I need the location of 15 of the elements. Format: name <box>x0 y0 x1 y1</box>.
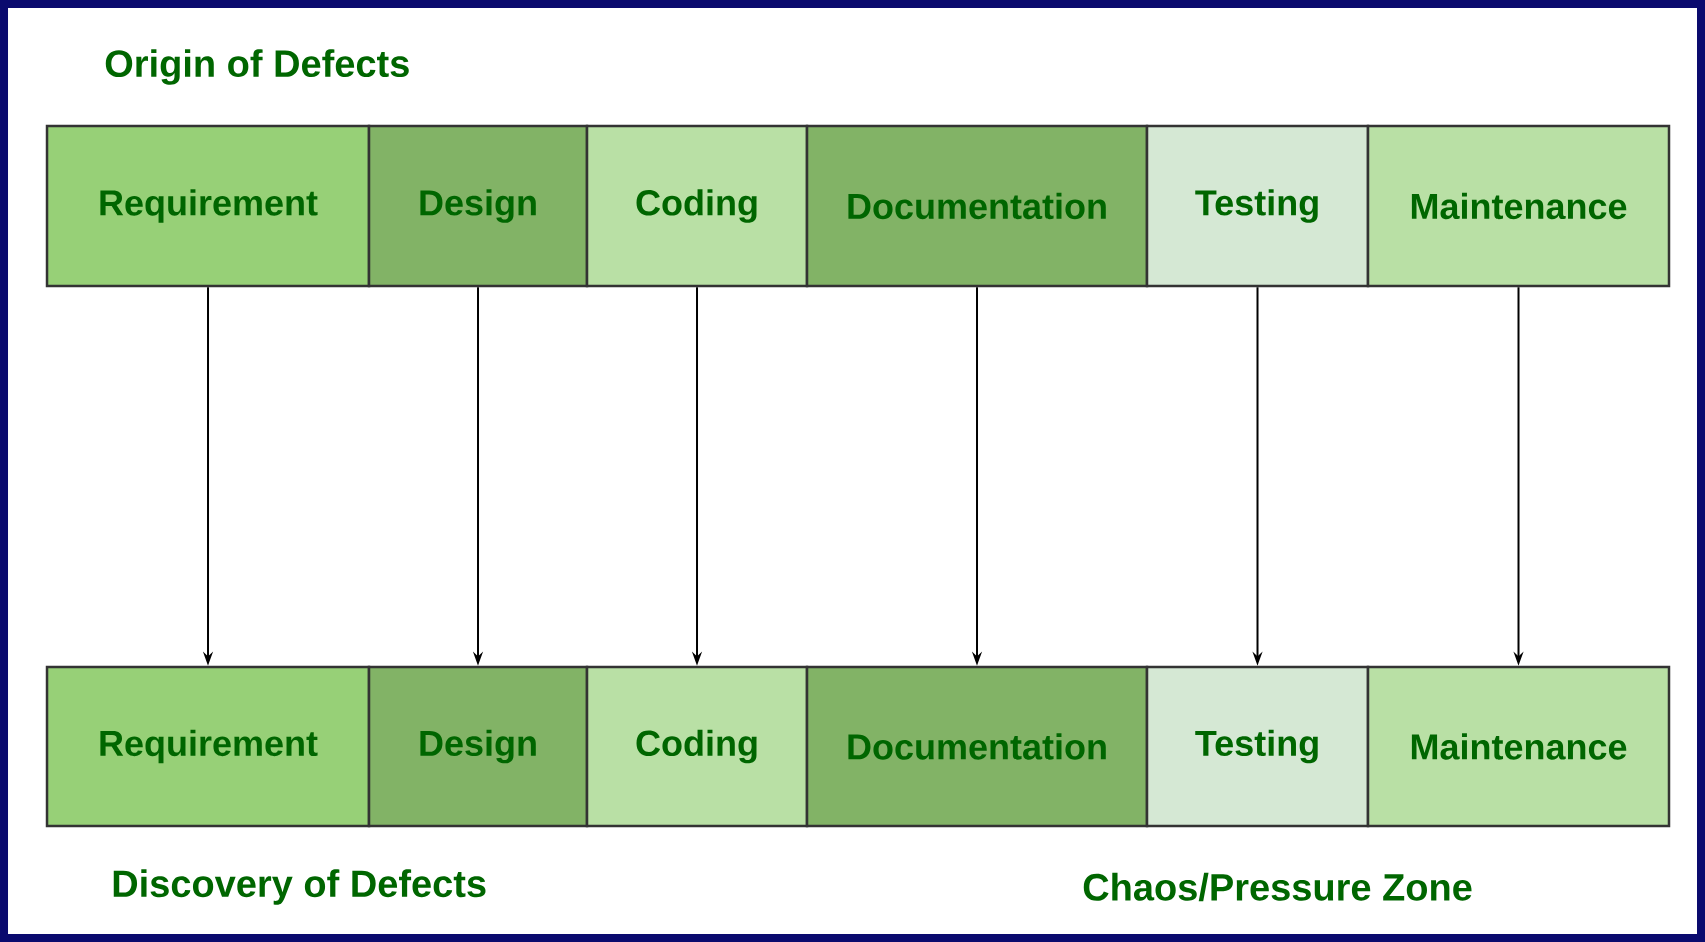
section-heading: Discovery of Defects <box>113 869 486 905</box>
section-heading: Origin of Defects <box>105 49 409 85</box>
phase-box: Requirement <box>45 124 371 288</box>
phase-box: Maintenance <box>1366 124 1671 288</box>
phase-box: Design <box>367 124 589 288</box>
phase-box: Documentation <box>805 665 1149 828</box>
phase-box: Coding <box>585 665 809 828</box>
phase-box: Maintenance <box>1366 665 1671 828</box>
phase-box: Documentation <box>805 124 1149 288</box>
phase-box: Design <box>367 665 589 828</box>
phase-box: Requirement <box>45 665 371 828</box>
phase-box: Testing <box>1145 665 1370 828</box>
phase-box: Testing <box>1145 124 1370 288</box>
phase-box: Coding <box>585 124 809 288</box>
section-heading: Chaos/Pressure Zone <box>1083 872 1472 902</box>
